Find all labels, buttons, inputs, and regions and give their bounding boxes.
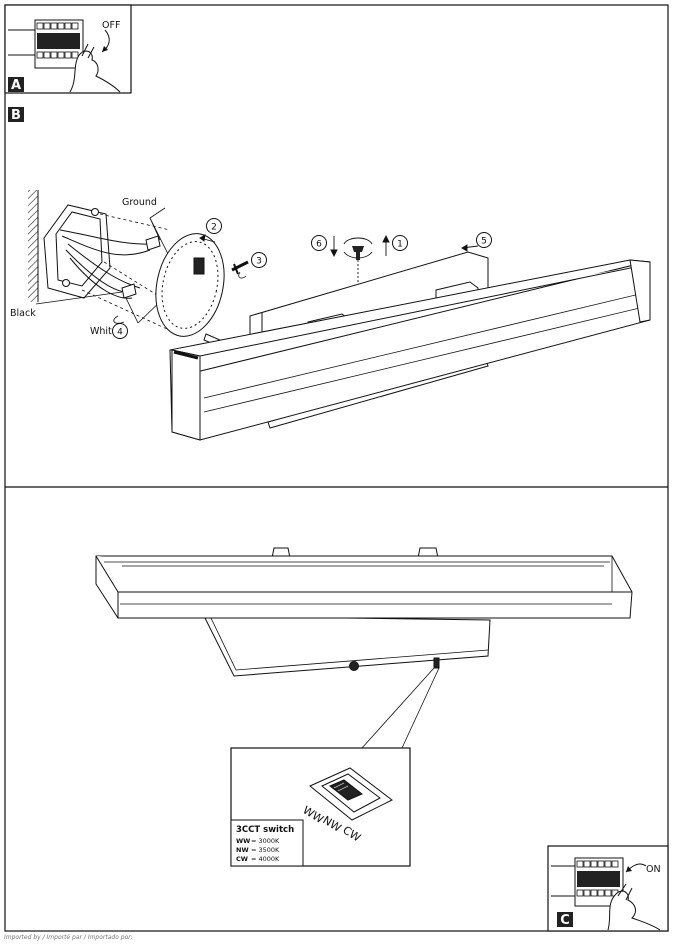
mounting-plate [155, 233, 225, 347]
step-2: 2 [206, 218, 222, 234]
switch-callout-lines [361, 667, 440, 749]
switch-title: 3CCT switch [236, 825, 294, 835]
svg-text:5: 5 [481, 237, 487, 247]
step-5: 5 [476, 232, 492, 248]
svg-text:C: C [560, 913, 570, 928]
cct-legend: WW = 3000K NW = 3500K CW = 4000K [236, 837, 280, 863]
light-fixture-front-view [95, 547, 633, 677]
screw-step-1 [352, 246, 364, 260]
step-4: 4 [112, 323, 128, 339]
svg-text:3: 3 [256, 257, 262, 267]
inset-a-breaker-off: OFF [4, 4, 132, 94]
svg-text:= 3000K: = 3000K [251, 837, 280, 845]
outer-frame [4, 4, 669, 932]
svg-text:A: A [11, 78, 21, 93]
step-3: 3 [251, 252, 267, 268]
svg-text:4: 4 [117, 328, 123, 338]
light-fixture-top-view [169, 251, 651, 441]
white-label: White [90, 326, 118, 337]
step-numbers: 1 2 3 4 5 6 [112, 218, 492, 339]
svg-text:1: 1 [397, 240, 403, 250]
svg-text:CW: CW [236, 855, 248, 863]
hand-a [69, 50, 121, 93]
svg-text:6: 6 [316, 240, 322, 250]
ground-label: Ground [122, 197, 157, 208]
step-6: 6 [311, 235, 327, 251]
svg-text:WW: WW [236, 837, 250, 845]
svg-text:= 4000K: = 4000K [251, 855, 280, 863]
svg-text:= 3500K: = 3500K [251, 846, 280, 854]
importer-footer: Imported by / Importé par / Importado po… [4, 934, 133, 941]
badge-c: C [557, 912, 573, 928]
svg-text:NW: NW [236, 846, 249, 854]
cct-slide-switch [309, 767, 393, 821]
svg-text:2: 2 [211, 223, 217, 233]
black-label: Black [10, 308, 36, 319]
screw-step-3 [231, 260, 249, 279]
wire-connectors [121, 235, 161, 299]
step-1: 1 [392, 235, 408, 251]
switch-detail-box: WW NW CW 3CCT switch WW = 3000K NW = 350… [230, 747, 411, 867]
badge-a: A [8, 77, 24, 93]
badge-b: B [8, 107, 24, 123]
wall [28, 190, 39, 302]
off-label: OFF [102, 20, 120, 31]
hand-c [607, 890, 661, 931]
svg-text:B: B [11, 108, 21, 123]
on-label: ON [646, 864, 661, 875]
